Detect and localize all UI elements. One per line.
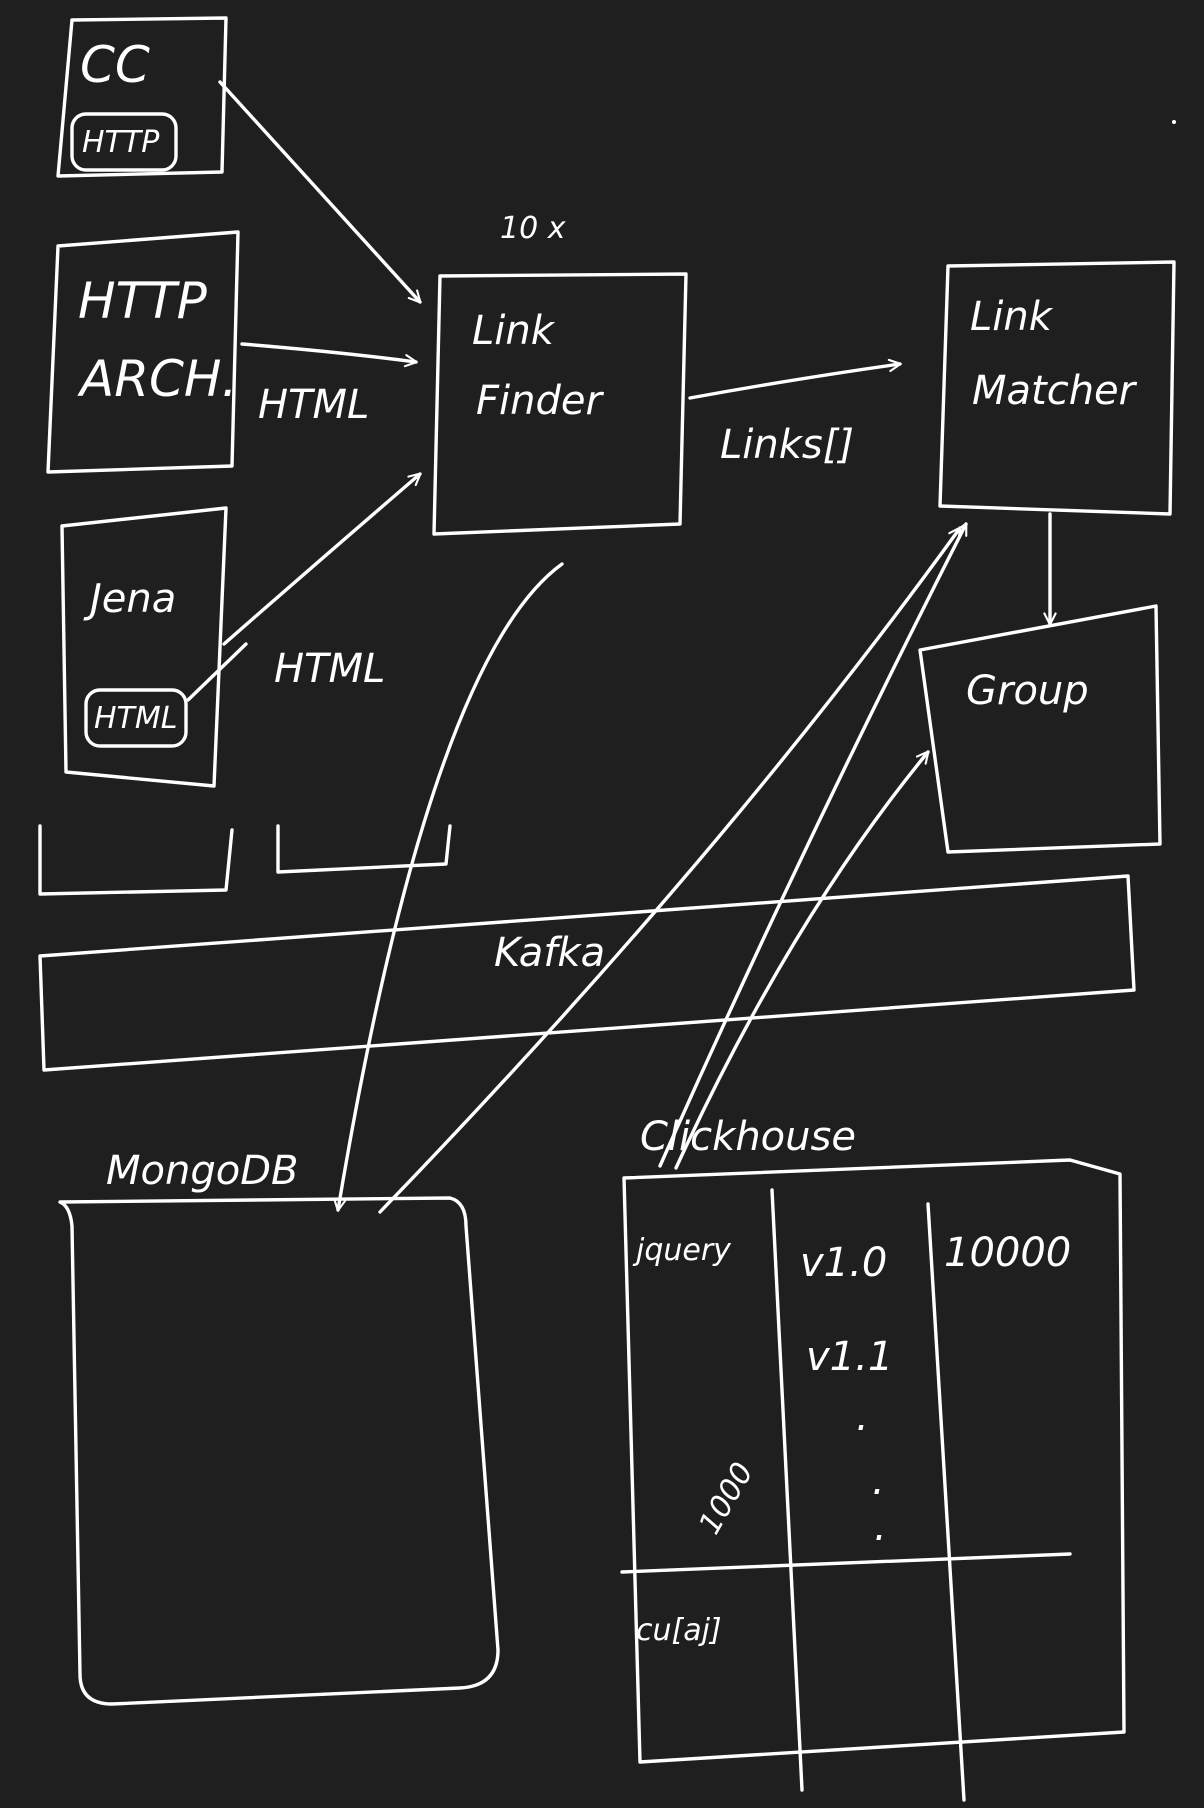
clickhouse-side-note: 1000 — [692, 1457, 760, 1541]
clickhouse-row1-ellipsis3: . — [874, 1504, 887, 1550]
clickhouse-row1-version1: v1.0 — [800, 1240, 887, 1286]
link-matcher-box: Link Matcher — [938, 260, 1176, 516]
mongodb-store: MongoDB — [58, 1148, 500, 1706]
clickhouse-row1-ellipsis1: . — [856, 1394, 869, 1440]
link-finder-label-line2: Finder — [476, 378, 604, 424]
clickhouse-row1-count: 10000 — [944, 1230, 1071, 1276]
jena-source-box: Jena HTML — [60, 506, 228, 788]
kafka-partition-brackets — [38, 824, 452, 896]
clickhouse-row2-name: cu[aj] — [636, 1613, 722, 1648]
cc-badge-label: HTTP — [82, 125, 160, 160]
http-archive-label-line1: HTTP — [78, 272, 208, 330]
link-finder-multiplier: 10 x — [500, 211, 566, 246]
link-matcher-label-line2: Matcher — [972, 368, 1138, 414]
edge-label-jena-html: HTML — [274, 646, 385, 692]
edge-label-archive-html: HTML — [258, 382, 369, 428]
arrow-mongodb-to-matcher — [378, 526, 962, 1214]
arrow-clickhouse-to-group — [674, 750, 930, 1170]
link-matcher-label-line1: Link — [970, 294, 1054, 340]
arrow-archive-to-finder — [240, 342, 418, 368]
clickhouse-table: Clickhouse jquery v1.0 v1.1 . . . 10000 … — [620, 1114, 1126, 1802]
cc-http-badge — [70, 112, 178, 172]
cc-label: CC — [80, 36, 150, 94]
jena-html-badge — [84, 688, 188, 748]
clickhouse-row1-name: jquery — [632, 1233, 732, 1268]
group-box: Group — [918, 604, 1162, 854]
arrow-clickhouse-to-matcher — [658, 522, 968, 1168]
group-label: Group — [966, 668, 1089, 714]
http-archive-label-line2: ARCH. — [77, 350, 237, 408]
edge-label-links: Links[] — [720, 422, 854, 468]
cc-source-box: CC HTTP — [56, 16, 228, 178]
arrow-finder-to-mongodb — [333, 562, 564, 1212]
kafka-bar: Kafka — [38, 874, 1136, 1072]
jena-badge-label: HTML — [94, 701, 177, 736]
clickhouse-label: Clickhouse — [640, 1114, 856, 1160]
mongodb-label: MongoDB — [106, 1148, 298, 1194]
http-archive-source-box: HTTP ARCH. — [46, 230, 240, 474]
arrow-jena-to-finder — [222, 472, 422, 646]
arrow-finder-to-matcher — [688, 358, 902, 400]
arrow-jena-badge-hook — [186, 642, 248, 702]
link-finder-box: 10 x Link Finder — [432, 211, 688, 536]
arrow-cc-to-finder — [218, 80, 422, 304]
clickhouse-row1-version2: v1.1 — [806, 1334, 893, 1380]
connectors — [186, 80, 1057, 1214]
stray-dot — [1172, 120, 1176, 124]
kafka-label: Kafka — [494, 930, 605, 976]
link-finder-label-line1: Link — [472, 308, 556, 354]
jena-label: Jena — [83, 576, 176, 622]
clickhouse-row1-ellipsis2: . — [872, 1458, 885, 1504]
